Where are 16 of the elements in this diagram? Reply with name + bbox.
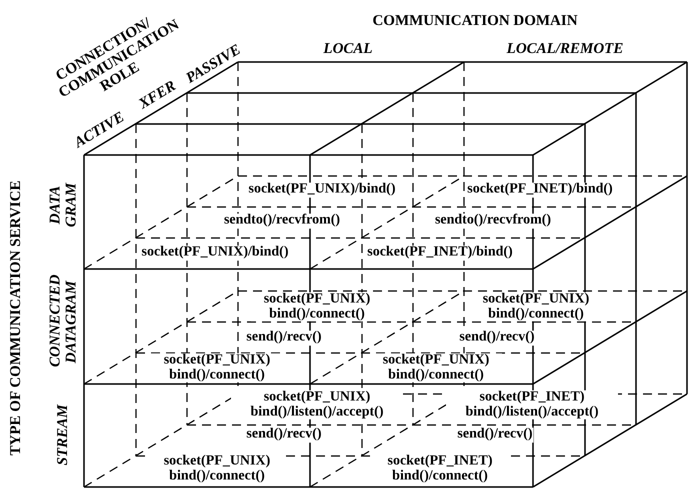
function-call-label: socket(PF_INET)/bind() (466, 182, 614, 198)
function-call-label: socket(PF_INET) bind()/connect() (374, 454, 506, 484)
function-call-label: sendto()/recvfrom() (222, 214, 342, 228)
function-call-label: socket(PF_INET) bind()/listen()/accept() (446, 390, 618, 420)
function-call-label: send()/recv() (458, 330, 536, 346)
function-call-label: socket(PF_UNIX) bind()/connect() (151, 454, 283, 484)
function-call-label: send()/recv() (456, 428, 534, 442)
function-call-label: send()/recv() (245, 330, 323, 346)
function-call-label: socket(PF_INET)/bind() (366, 246, 514, 260)
function-call-label: sendto()/recvfrom() (434, 214, 552, 228)
function-call-label: socket(PF_UNIX) bind()/connect() (470, 292, 602, 322)
function-call-label: socket(PF_UNIX) bind()/connect() (251, 292, 383, 322)
function-call-label: socket(PF_UNIX)/bind() (248, 182, 396, 198)
function-call-label: socket(PF_UNIX) bind()/connect() (151, 353, 283, 383)
function-call-label: socket(PF_UNIX)/bind() (140, 246, 290, 260)
function-call-label: send()/recv() (245, 428, 323, 442)
